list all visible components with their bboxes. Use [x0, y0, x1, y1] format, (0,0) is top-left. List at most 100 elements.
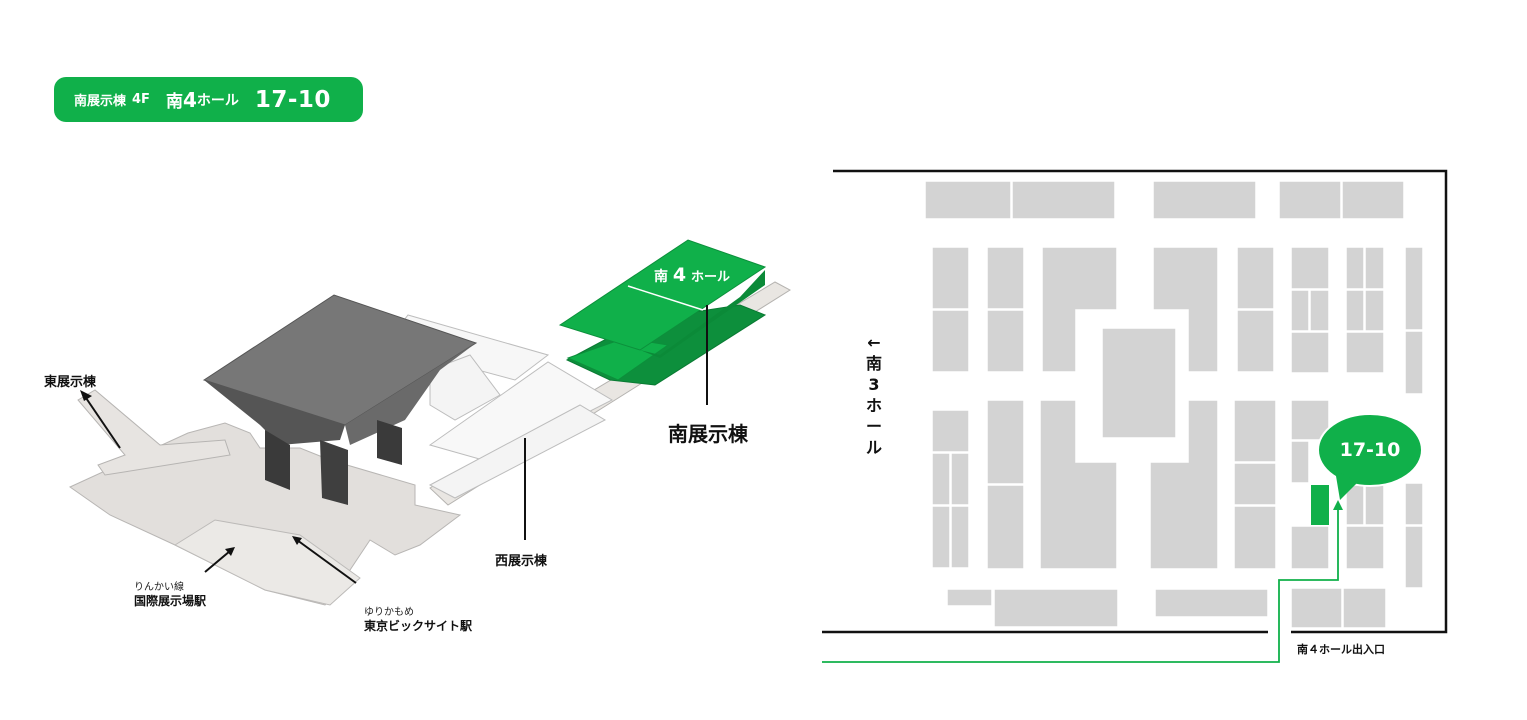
- booth: [1404, 482, 1424, 526]
- booth: [1233, 399, 1277, 463]
- booth: [931, 409, 970, 453]
- route-arrow-head: [1333, 500, 1343, 510]
- booth: [924, 180, 1012, 220]
- booth-block: [1041, 246, 1118, 373]
- booth-block: [1152, 246, 1219, 373]
- booth: [950, 452, 970, 506]
- booth: [1404, 246, 1424, 331]
- booth: [1233, 505, 1277, 570]
- west-building-label: 西展示棟: [495, 554, 548, 569]
- booth: [986, 484, 1025, 570]
- adjacent-hall-char: 3: [868, 375, 880, 394]
- east-building-label: 東展示棟: [44, 375, 97, 390]
- map-hall-kanji: 南: [654, 269, 668, 285]
- booth: [1345, 525, 1385, 570]
- hall-divider: [627, 285, 704, 311]
- booth-block: [1149, 399, 1219, 570]
- booth: [1152, 180, 1257, 220]
- route-line: [822, 508, 1339, 663]
- hall-wall-right: [833, 169, 1448, 634]
- booth: [950, 505, 970, 569]
- booth: [1236, 309, 1275, 373]
- booth: [1290, 289, 1310, 332]
- east-arrow-head: [80, 390, 92, 401]
- badge-hall-kanji: 南: [165, 92, 183, 112]
- adjacent-hall-char: ホ: [865, 396, 882, 415]
- booth: [1290, 440, 1310, 484]
- booth: [1345, 289, 1365, 332]
- booth: [1341, 180, 1405, 220]
- booth: [1342, 587, 1387, 629]
- tower-leg-front: [320, 440, 348, 505]
- tower-right-face: [345, 343, 476, 445]
- badge-floor: 4F: [132, 92, 150, 107]
- west-hall-2: [429, 354, 501, 421]
- rinkai-arrow-line: [204, 550, 231, 573]
- booth: [931, 505, 951, 569]
- booth: [931, 246, 970, 310]
- booth: [1011, 180, 1116, 220]
- booth: [1345, 331, 1385, 374]
- map-hall-suffix: ホール: [690, 270, 730, 285]
- booth: [1290, 587, 1343, 629]
- booth-block: [1039, 399, 1118, 570]
- south-hall-4: [558, 239, 767, 351]
- booth: [1290, 331, 1330, 374]
- south-building-label: 南展示棟: [668, 422, 748, 446]
- adjacent-hall-label: ← 南 3 ホ ー ル: [863, 332, 885, 458]
- booth: [1290, 525, 1330, 570]
- booth: [946, 588, 993, 607]
- tower-leg-left: [265, 430, 290, 490]
- badge-building: 南展示棟: [74, 94, 127, 109]
- booth: [1364, 484, 1385, 526]
- booth: [1345, 484, 1365, 526]
- booth: [931, 452, 951, 506]
- overview-map: [68, 239, 791, 606]
- entrance-label: 南４ホール出入口: [1297, 643, 1385, 656]
- booth: [1233, 462, 1277, 506]
- booth: [1364, 289, 1385, 332]
- badge-hall-suffix: ホール: [196, 92, 239, 109]
- booth: [1345, 246, 1365, 290]
- target-booth: [1311, 485, 1329, 525]
- yurikamome-ruby: ゆりかもめ: [364, 607, 414, 618]
- booth-blocks: [924, 180, 1424, 629]
- badge-hall-number: 4: [182, 87, 197, 112]
- rinkai-station-label: 国際展示場駅: [134, 594, 207, 608]
- booth: [1236, 246, 1275, 310]
- booth: [986, 246, 1025, 310]
- west-hall-4: [428, 404, 607, 499]
- adjacent-hall-char: 南: [865, 354, 882, 373]
- booth: [1364, 246, 1385, 290]
- yurikamome-station-label: 東京ビックサイト駅: [364, 619, 473, 633]
- booth: [986, 309, 1025, 373]
- booth: [1278, 180, 1342, 220]
- booth: [931, 309, 970, 373]
- east-corridor: [77, 389, 231, 476]
- rinkai-arrow-head: [225, 547, 235, 556]
- adjacent-hall-char: ー: [865, 417, 882, 436]
- map-hall-label: 南 4 ホール: [654, 264, 730, 286]
- booth-block: [1101, 327, 1177, 439]
- adjacent-hall-char: ル: [865, 438, 882, 457]
- booth: [1154, 588, 1269, 618]
- rinkai-ruby: りんかい線: [134, 582, 184, 593]
- yurikamome-arrow-line: [296, 539, 357, 584]
- booth: [1309, 289, 1330, 332]
- badge-booth: 17-10: [254, 86, 331, 113]
- map-hall-number: 4: [672, 264, 687, 286]
- adjacent-hall-arrow: ←: [867, 333, 881, 352]
- tower-left-face: [204, 380, 345, 445]
- east-arrow-line: [83, 394, 121, 449]
- yurikamome-arrow-head: [292, 536, 302, 545]
- booth-bubble-label: 17-10: [1339, 439, 1401, 461]
- booth: [986, 399, 1025, 485]
- booth: [993, 588, 1119, 628]
- west-hall-3: [428, 361, 614, 463]
- plaza-front: [173, 519, 361, 606]
- tower-leg-right: [377, 420, 402, 465]
- booth: [1290, 246, 1330, 290]
- booth: [1404, 330, 1424, 395]
- booth: [1404, 525, 1424, 589]
